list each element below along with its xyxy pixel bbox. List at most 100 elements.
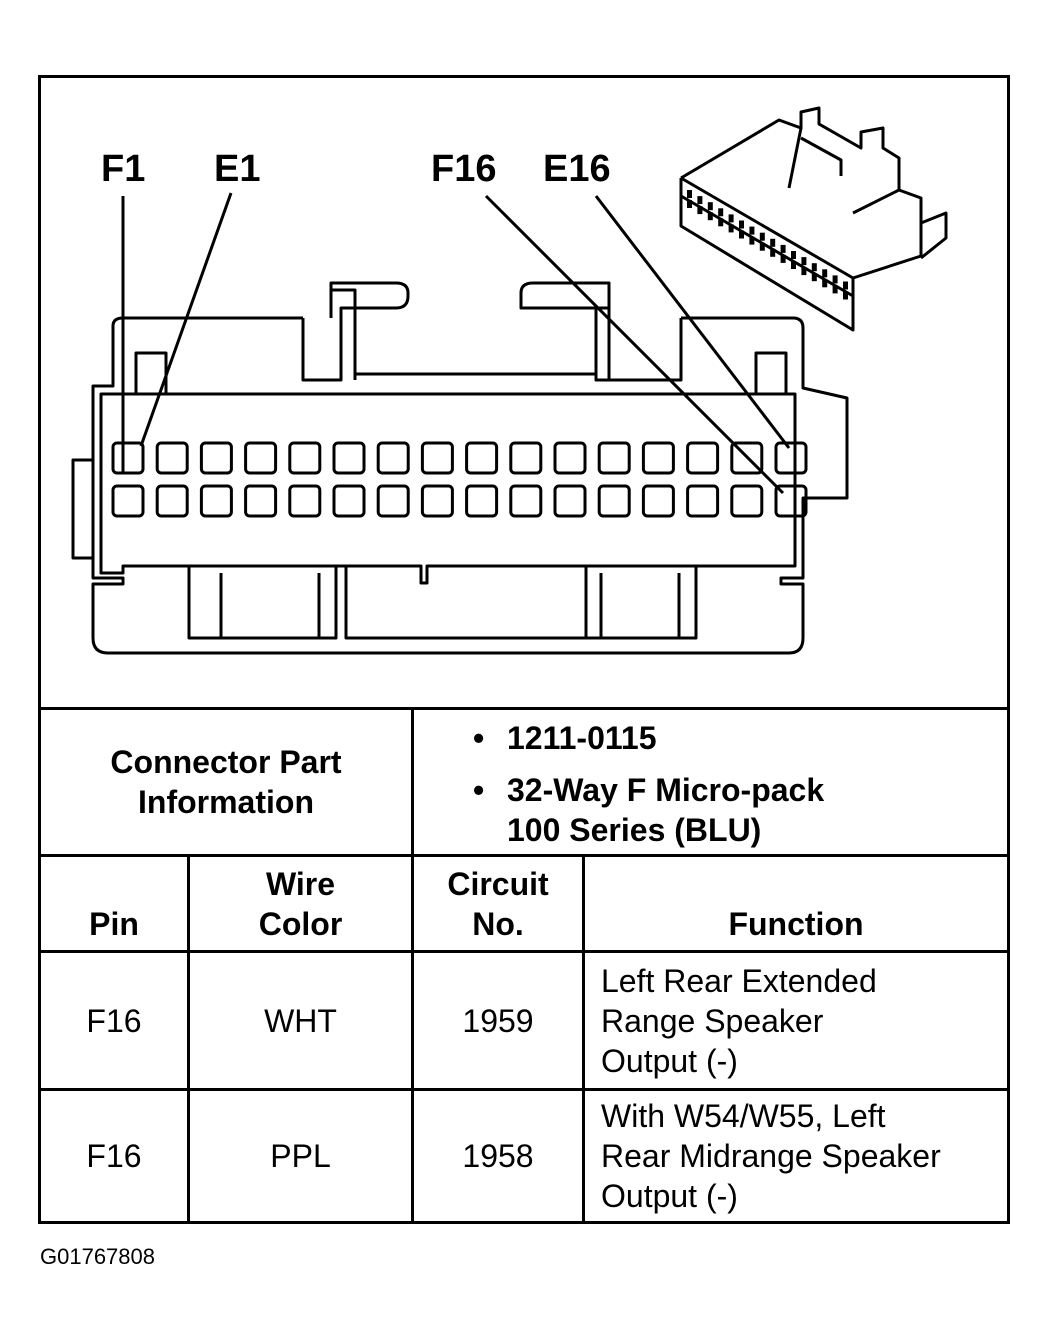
pin-cavity-e-12: [597, 441, 631, 475]
row2-wire-color: PPL: [270, 1138, 331, 1174]
part-info-divider: [411, 707, 414, 857]
iso-pin-slot: [770, 238, 776, 247]
part-description-bullet: • 32-Way F Micro-pack 100 Series (BLU): [473, 772, 825, 848]
figure-code: G01767808: [40, 1244, 155, 1269]
pin-cavity-f-4: [244, 484, 278, 518]
pin-cavity-f-5: [288, 484, 322, 518]
header-function: Function: [728, 906, 864, 942]
part-info-label-line2: Information: [138, 784, 314, 820]
pin-cavity-f-11: [553, 484, 587, 518]
pin-cavity-f-7: [376, 484, 410, 518]
row1-wire-color: WHT: [264, 1002, 337, 1039]
pin-row-e: [111, 441, 808, 475]
pin-cavity-f-14: [686, 484, 720, 518]
iso-pin-slot: [801, 267, 807, 276]
pin-cavity-e-3: [199, 441, 233, 475]
pin-cavity-f-9: [465, 484, 499, 518]
pin-label-e16: E16: [543, 148, 611, 190]
pin-cavity-f-15: [730, 484, 764, 518]
row1-pin: F16: [86, 1002, 142, 1039]
pin-cavity-e-6: [332, 441, 366, 475]
header-circuit-no: Circuit No.: [447, 866, 549, 942]
iso-pin-slot: [832, 275, 838, 284]
pin-cavity-e-10: [509, 441, 543, 475]
pin-cavity-f-10: [509, 484, 543, 518]
iso-pin-slot: [801, 257, 807, 266]
row2-circuit: 1958: [462, 1138, 534, 1174]
iso-pin-slot: [822, 279, 828, 288]
iso-pin-slot: [822, 269, 828, 278]
pin-cavity-e-8: [420, 441, 454, 475]
iso-pin-slot: [791, 251, 796, 259]
pin-cavity-e-4: [244, 441, 278, 475]
pin-cavity-f-16: [774, 484, 808, 518]
part-description-line2: 100 Series (BLU): [507, 812, 762, 848]
pin-cavity-f-2: [155, 484, 189, 518]
iso-pin-slot: [843, 291, 848, 300]
isometric-pin-slots: [687, 190, 848, 300]
table-divider-header: [41, 950, 1007, 953]
pin-label-f1: F1: [101, 148, 146, 190]
pin-cavity-f-6: [332, 484, 366, 518]
header-wire-color: Wire Color: [258, 866, 343, 942]
iso-pin-slot: [780, 244, 786, 253]
col-divider-3: [582, 854, 585, 1221]
part-number: 1211-0115: [507, 720, 657, 756]
iso-pin-slot: [791, 261, 796, 269]
iso-pin-slot: [739, 220, 744, 229]
iso-pin-slot: [707, 202, 713, 211]
iso-pin-slot: [728, 214, 734, 223]
pin-cavity-e-13: [641, 441, 675, 475]
part-info-values: •1211-0115 • 32-Way F Micro-pack 100 Ser…: [473, 718, 824, 850]
pin-cavity-e-14: [686, 441, 720, 475]
part-info-label-line1: Connector Part: [110, 744, 342, 780]
pin-cavity-e-11: [553, 441, 587, 475]
pin-cavity-f-13: [641, 484, 675, 518]
iso-pin-slot: [728, 224, 734, 233]
row2-pin: F16: [86, 1138, 142, 1174]
part-info-label: Connector Part Information: [41, 710, 411, 854]
pin-cavity-e-1: [111, 441, 145, 475]
iso-pin-slot: [707, 212, 713, 221]
iso-pin-slot: [759, 232, 765, 241]
iso-pin-slot: [811, 273, 817, 282]
leader-line-e1: [139, 192, 233, 447]
iso-pin-slot: [843, 281, 848, 290]
pin-cavity-f-1: [111, 484, 145, 518]
table-divider-row: [41, 1088, 1007, 1091]
iso-pin-slot: [770, 248, 776, 257]
part-description-line1: 32-Way F Micro-pack: [507, 772, 825, 808]
pin-cavity-e-7: [376, 441, 410, 475]
table-top-border: [41, 707, 1007, 710]
iso-pin-slot: [718, 218, 724, 227]
row1-function: Left Rear Extended Range Speaker Output …: [601, 962, 877, 1079]
part-number-bullet: •1211-0115: [473, 720, 657, 756]
iso-pin-slot: [718, 208, 724, 217]
iso-pin-slot: [780, 254, 786, 263]
iso-pin-slot: [811, 263, 817, 272]
pin-cavity-e-5: [288, 441, 322, 475]
leader-line-f16: [484, 194, 785, 495]
iso-pin-slot: [749, 236, 755, 245]
col-divider-2: [411, 854, 414, 1221]
row2-function: With W54/W55, Left Rear Midrange Speaker…: [601, 1098, 941, 1214]
iso-pin-slot: [759, 242, 765, 251]
pin-cavity-e-2: [155, 441, 189, 475]
connector-body: [71, 281, 849, 655]
pin-label-e1: E1: [214, 148, 261, 190]
table-divider-part-info: [41, 854, 1007, 857]
row1-circuit: 1959: [462, 1002, 534, 1039]
pin-cavity-e-15: [730, 441, 764, 475]
iso-pin-slot: [697, 196, 703, 205]
iso-pin-slot: [832, 285, 838, 294]
header-pin: Pin: [89, 906, 139, 942]
pin-row-f: [111, 484, 808, 518]
iso-pin-slot: [687, 200, 692, 208]
pin-cavity-e-9: [465, 441, 499, 475]
iso-pin-slot: [749, 226, 755, 235]
iso-pin-slot: [739, 230, 744, 239]
pin-cavity-f-12: [597, 484, 631, 518]
iso-pin-slot: [697, 206, 703, 215]
iso-pin-slot: [687, 190, 692, 198]
pin-cavity-e-16: [774, 441, 808, 475]
